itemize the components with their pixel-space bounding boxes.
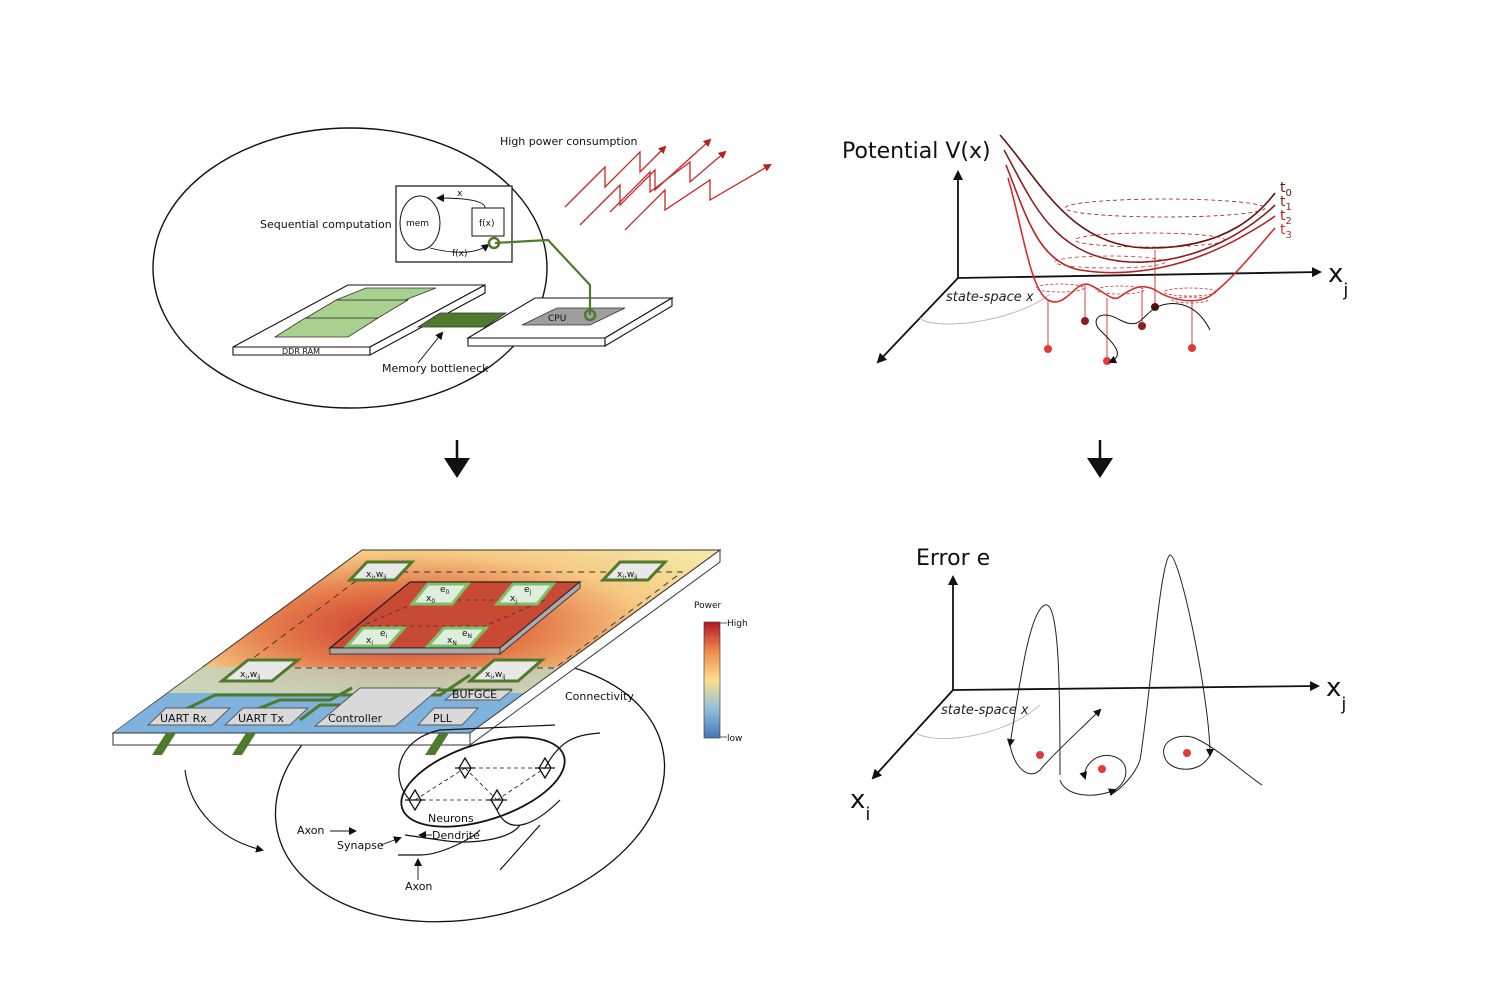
axon-bottom-label: Axon bbox=[405, 880, 432, 893]
connectivity-label: Connectivity bbox=[565, 690, 634, 703]
potential-curves bbox=[999, 134, 1276, 304]
fx-return-arrow bbox=[429, 243, 490, 253]
sequential-label: Sequential computation bbox=[260, 218, 392, 231]
svg-text:xi,wij: xi,wij bbox=[485, 670, 506, 681]
mem-label: mem bbox=[406, 219, 429, 229]
svg-text:ei: ei bbox=[380, 629, 388, 640]
potential-x-axis bbox=[957, 267, 1322, 279]
power-scale-title: Power bbox=[694, 601, 722, 611]
svg-text:e0: e0 bbox=[440, 585, 450, 596]
module-pll: PLL bbox=[416, 707, 480, 726]
svg-text:ej: ej bbox=[524, 585, 532, 596]
error-xj-label: xj bbox=[1326, 673, 1346, 715]
cpu-chip bbox=[521, 307, 626, 326]
svg-text:UART Rx: UART Rx bbox=[160, 712, 207, 725]
svg-text:PLL: PLL bbox=[433, 712, 453, 725]
corner-node: xi,wij bbox=[466, 658, 546, 683]
svg-text:t3: t3 bbox=[1280, 222, 1292, 241]
memory-bus bbox=[416, 312, 508, 328]
potential-state-space-label: state-space x bbox=[946, 290, 1034, 305]
svg-text:xi,wij: xi,wij bbox=[617, 570, 638, 581]
neurons-label: Neurons bbox=[428, 812, 474, 825]
x-arrow-label: x bbox=[457, 189, 463, 199]
system-ellipse bbox=[152, 127, 548, 409]
module-uart-rx: UART Rx bbox=[146, 707, 232, 726]
svg-text:t1: t1 bbox=[1280, 194, 1292, 213]
error-x-axis bbox=[952, 681, 1320, 692]
module-bufgce: BUFGCE bbox=[443, 688, 514, 701]
cpu-label: CPU bbox=[548, 314, 566, 324]
power-high-label: High bbox=[727, 619, 748, 629]
error-trajectories bbox=[1006, 554, 1263, 796]
ram-chip bbox=[335, 287, 437, 301]
center-node-0: e0 x0 bbox=[408, 582, 472, 606]
error-state-space-label: state-space x bbox=[941, 703, 1029, 718]
svg-text:x0: x0 bbox=[426, 594, 435, 605]
mem-circle bbox=[399, 195, 441, 251]
board-pins bbox=[152, 733, 449, 755]
error-z-axis bbox=[871, 689, 954, 780]
svg-text:eN: eN bbox=[462, 629, 472, 640]
corner-node: xi,wij bbox=[599, 560, 669, 582]
power-zigzags bbox=[564, 138, 772, 231]
svg-text:xi,wij: xi,wij bbox=[366, 570, 387, 581]
error-equilibria bbox=[1036, 749, 1191, 773]
time-labels: t0 t1 t2 t3 bbox=[1280, 180, 1292, 241]
potential-panel: Potential V(x) xj state-space x bbox=[842, 134, 1348, 365]
power-low-label: low bbox=[727, 734, 742, 744]
corner-node: xi,wij bbox=[217, 658, 303, 683]
bottleneck-arrow bbox=[417, 331, 444, 364]
svg-text:xi,wij: xi,wij bbox=[240, 670, 261, 681]
potential-droplines bbox=[1047, 250, 1193, 360]
module-controller: Controller bbox=[313, 687, 442, 727]
ddr-label: DDR RAM bbox=[282, 347, 320, 356]
high-power-label: High power consumption bbox=[500, 135, 638, 148]
potential-xj-label: xj bbox=[1328, 259, 1348, 301]
error-state-space-arc bbox=[914, 704, 1041, 740]
error-title: Error e bbox=[916, 546, 990, 571]
down-arrow-left bbox=[444, 440, 470, 478]
fx-return-label: f(x) bbox=[452, 249, 468, 259]
conventional-panel: High power consumption Sequential comput… bbox=[152, 127, 772, 409]
dendrite-label: Dendrite bbox=[432, 829, 480, 842]
svg-text:BUFGCE: BUFGCE bbox=[452, 688, 497, 701]
svg-text:UART Tx: UART Tx bbox=[238, 712, 284, 725]
svg-text:t2: t2 bbox=[1280, 208, 1292, 227]
bottleneck-label: Memory bottleneck bbox=[382, 362, 489, 375]
down-arrow-right bbox=[1087, 440, 1113, 478]
outer-dashed-frame bbox=[238, 571, 684, 669]
center-node-N: eN xN bbox=[424, 626, 490, 648]
potential-minima bbox=[1044, 303, 1196, 365]
module-uart-tx: UART Tx bbox=[223, 707, 310, 726]
fx-box bbox=[471, 207, 505, 237]
synapse-label: Synapse bbox=[337, 839, 384, 852]
error-xi-label: xi bbox=[850, 785, 870, 825]
svg-text:xi: xi bbox=[366, 636, 373, 647]
axon-left-label: Axon bbox=[297, 824, 324, 837]
ram-chip bbox=[304, 299, 410, 319]
svg-text:Controller: Controller bbox=[328, 712, 383, 725]
center-node-j: ej xj bbox=[493, 582, 557, 606]
x-arrow bbox=[436, 194, 486, 209]
center-node-i: ei xi bbox=[343, 626, 408, 648]
corner-node: xi,wij bbox=[346, 560, 416, 582]
error-panel: Error e xj xi state-space x bbox=[850, 546, 1346, 825]
fx-label: f(x) bbox=[479, 219, 495, 229]
svg-text:xj: xj bbox=[510, 594, 517, 605]
potential-trajectory bbox=[1095, 302, 1211, 364]
potential-title: Potential V(x) bbox=[842, 139, 991, 164]
svg-text:xN: xN bbox=[447, 636, 457, 647]
cpu-link bbox=[494, 238, 592, 315]
potential-z-axis bbox=[876, 277, 959, 364]
state-space-arc bbox=[919, 293, 1051, 325]
neuron-network bbox=[184, 724, 601, 871]
power-colorbar bbox=[703, 621, 721, 739]
svg-text:t0: t0 bbox=[1280, 180, 1292, 199]
hardware-panel: xi,wij xi,wij xi,wij xi,wij e0 x0 ej xj … bbox=[111, 549, 748, 923]
